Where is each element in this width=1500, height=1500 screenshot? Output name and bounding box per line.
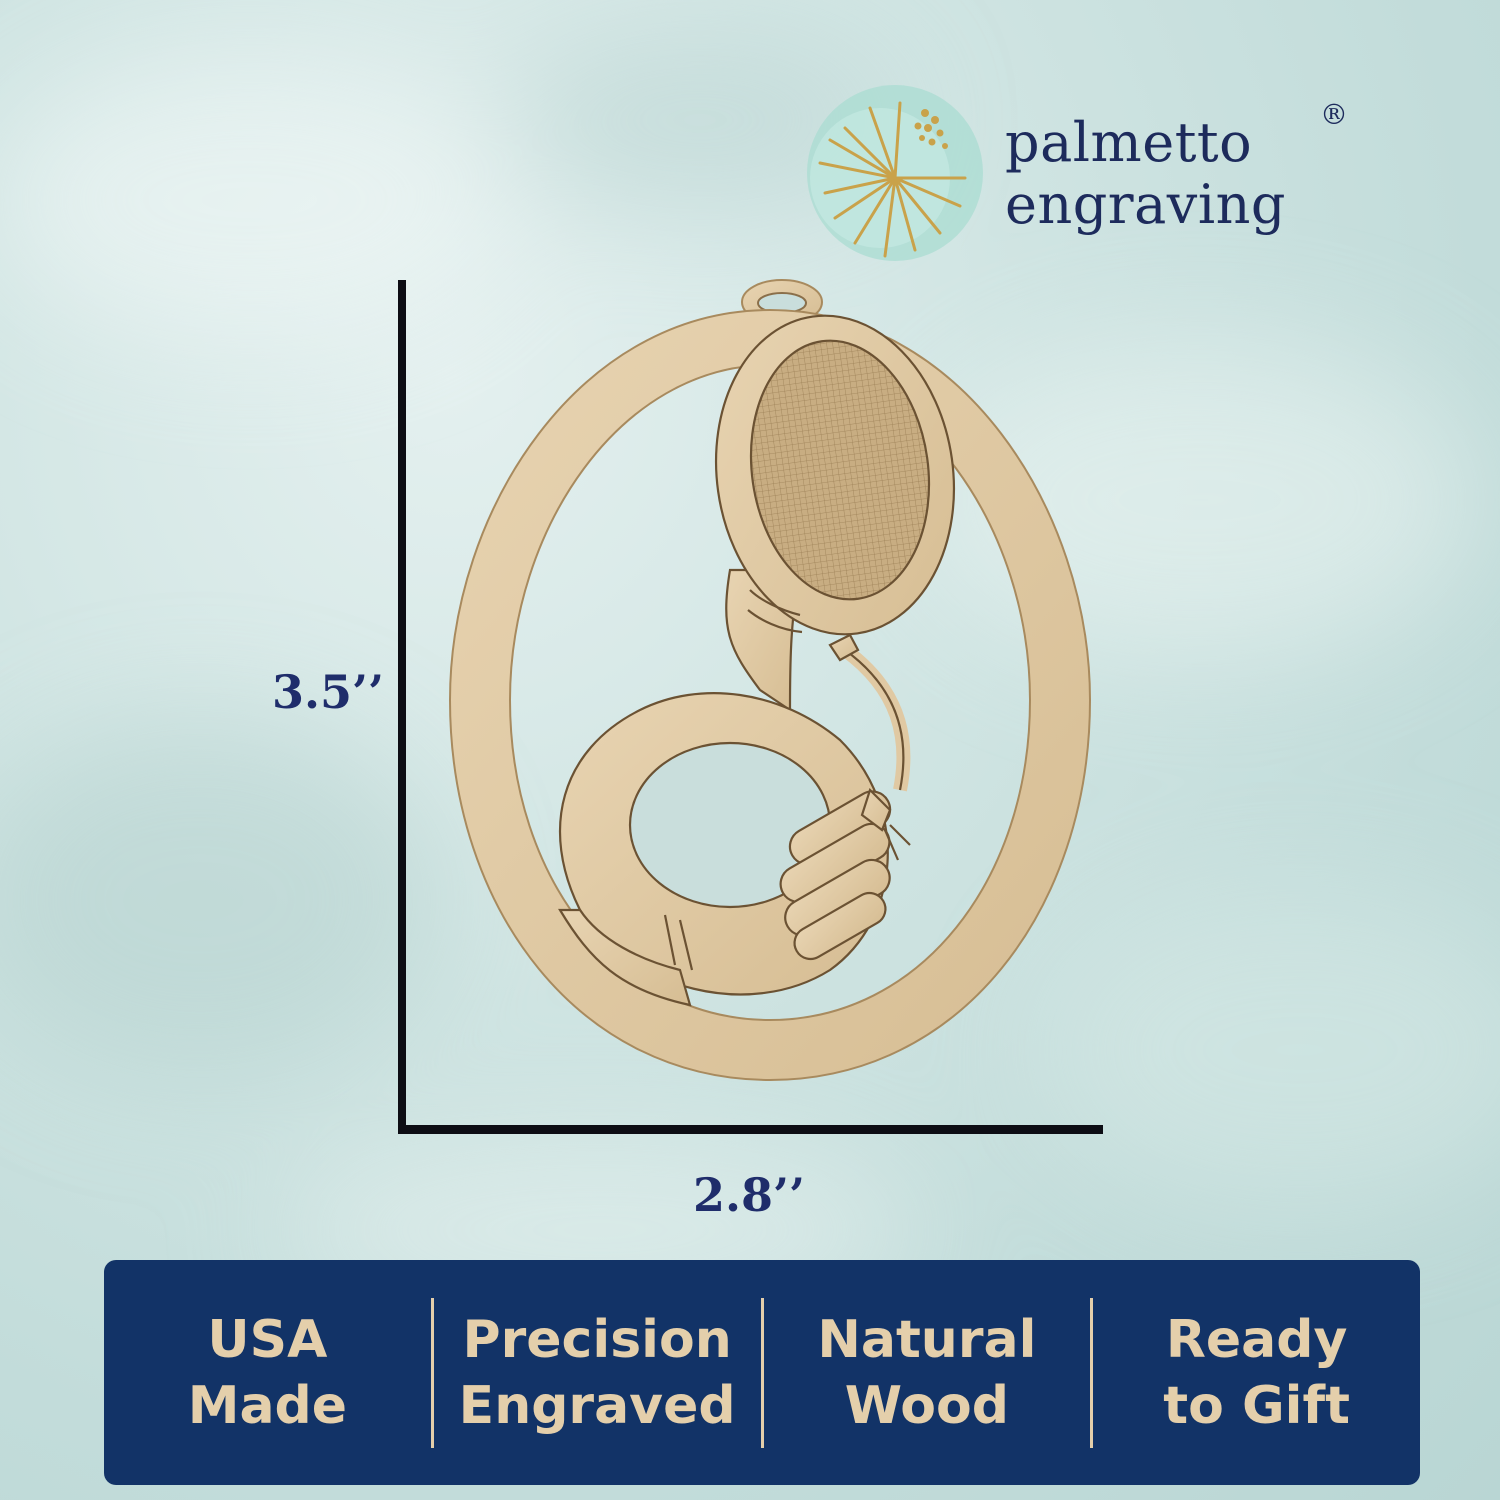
feature-divider (1090, 1297, 1094, 1448)
oval-frame (448, 308, 1092, 1082)
feature-divider (430, 1297, 434, 1448)
width-dimension-line (398, 1125, 1103, 1134)
features-banner: USA Made Precision Engraved Natural Wood… (104, 1260, 1420, 1485)
registered-mark: ® (1320, 98, 1348, 131)
brand-header: palmetto engraving ® (800, 78, 1420, 268)
feature-line: Wood (844, 1375, 1009, 1436)
sousaphone-illustration (558, 314, 956, 1007)
feature-usa-made: USA Made (104, 1307, 431, 1439)
feature-line: Precision (462, 1309, 732, 1370)
brand-name: palmetto engraving (1005, 112, 1286, 236)
feature-ready-to-gift: Ready to Gift (1093, 1307, 1420, 1439)
height-dimension-label: 3.5’’ (272, 665, 385, 719)
height-dimension-line (398, 280, 406, 1133)
feature-line: Engraved (458, 1375, 736, 1436)
width-dimension-label: 2.8’’ (693, 1168, 806, 1222)
feature-line: to Gift (1163, 1375, 1350, 1436)
brand-name-line2: engraving (1005, 173, 1286, 236)
palmetto-frond-icon (807, 85, 983, 261)
feature-line: USA (207, 1309, 328, 1370)
brand-name-line1: palmetto (1005, 111, 1253, 174)
feature-precision-engraved: Precision Engraved (434, 1307, 761, 1439)
feature-natural-wood: Natural Wood (764, 1307, 1091, 1439)
feature-line: Made (187, 1375, 348, 1436)
feature-divider (760, 1297, 764, 1448)
sousaphone-ornament (448, 279, 1092, 1082)
feature-line: Ready (1165, 1309, 1348, 1370)
feature-line: Natural (817, 1309, 1037, 1370)
